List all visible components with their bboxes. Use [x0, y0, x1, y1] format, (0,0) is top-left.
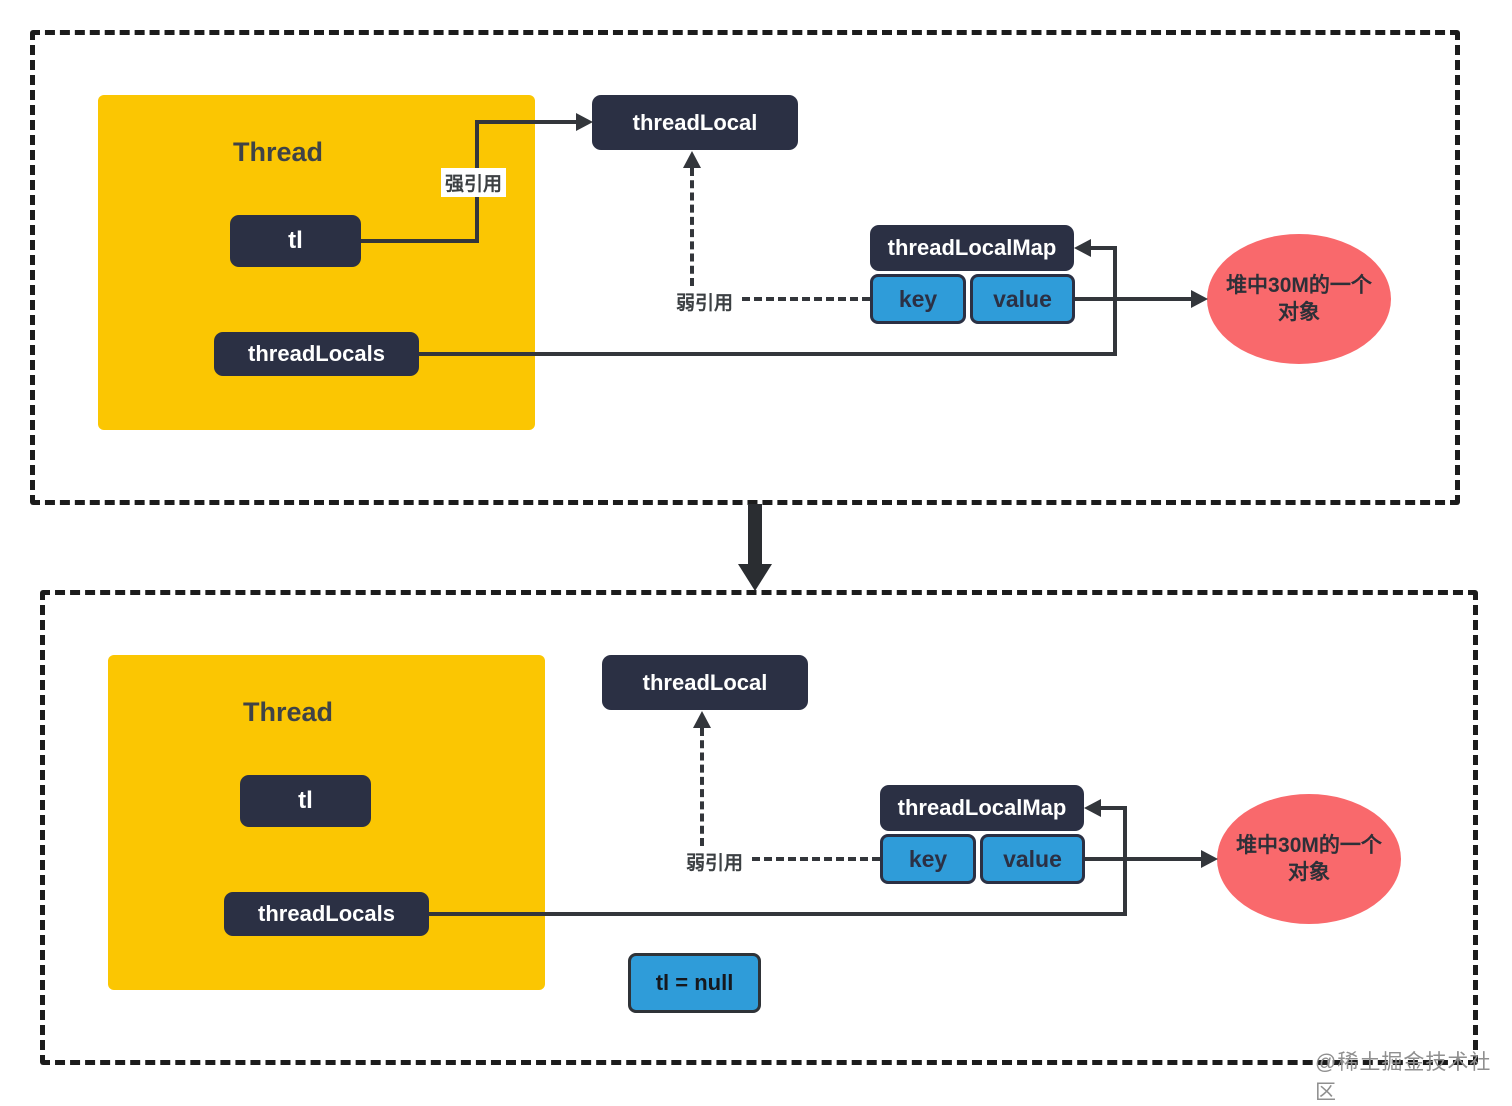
threadlocals-map-arrowhead-icon [1074, 239, 1091, 257]
weak-ref-dashed-line [690, 168, 694, 286]
diagram-panel-after-tl-null: Thread tl threadLocals threadLocal threa… [40, 590, 1478, 1065]
heap-object-ellipse: 堆中30M的一个 对象 [1207, 234, 1391, 364]
heap-object-text-line1: 堆中30M的一个 [1226, 273, 1372, 297]
threadlocals-map-line-segment [1123, 806, 1127, 916]
threadlocals-map-arrowhead-icon [1084, 799, 1101, 817]
tl-box: tl [240, 775, 371, 827]
threadlocals-box: threadLocals [224, 892, 429, 936]
weak-ref-label: 弱引用 [676, 293, 734, 314]
strong-ref-line-segment [361, 239, 477, 243]
weak-ref-dashed-line [700, 728, 704, 846]
key-box: key [870, 274, 966, 324]
diagram-panel-before-gc: Thread tl threadLocals threadLocal threa… [30, 30, 1460, 505]
heap-object-text-line1: 堆中30M的一个 [1236, 833, 1382, 857]
threadlocals-map-line-segment [1098, 806, 1127, 810]
heap-object-text-line2: 对象 [1278, 301, 1320, 324]
value-box: value [980, 834, 1085, 884]
tl-box: tl [230, 215, 361, 267]
strong-ref-arrowhead-icon [576, 113, 593, 131]
threadlocals-map-line-segment [1088, 246, 1117, 250]
weak-ref-arrowhead-icon [683, 151, 701, 168]
weak-ref-arrowhead-icon [693, 711, 711, 728]
value-heap-line-segment [1085, 857, 1203, 861]
heap-object-ellipse: 堆中30M的一个 对象 [1217, 794, 1401, 924]
thread-title: Thread [232, 137, 324, 167]
strong-ref-label: 强引用 [441, 168, 507, 197]
threadlocal-box: threadLocal [592, 95, 798, 150]
threadlocalmap-box: threadLocalMap [870, 225, 1074, 271]
threadlocals-map-line-segment [419, 352, 1115, 356]
thread-container: Thread tl threadLocals [98, 95, 535, 430]
panel-connector-line [748, 504, 762, 570]
value-heap-arrowhead-icon [1201, 850, 1218, 868]
threadlocals-map-line-segment [1113, 246, 1117, 356]
heap-object-text-line2: 对象 [1288, 861, 1330, 884]
threadlocalmap-box: threadLocalMap [880, 785, 1084, 831]
tl-null-box: tl = null [628, 953, 761, 1013]
value-heap-line-segment [1075, 297, 1193, 301]
threadlocal-box: threadLocal [602, 655, 808, 710]
site-watermark: @稀土掘金技术社区 [1315, 1051, 1492, 1104]
weak-ref-label: 弱引用 [686, 853, 744, 874]
panel-connector-arrowhead-icon [738, 564, 772, 591]
weak-ref-dashed-line [742, 297, 870, 301]
value-box: value [970, 274, 1075, 324]
threadlocals-box: threadLocals [214, 332, 419, 376]
threadlocals-map-line-segment [429, 912, 1125, 916]
key-box: key [880, 834, 976, 884]
thread-container: Thread tl threadLocals [108, 655, 545, 990]
thread-title: Thread [242, 697, 334, 727]
value-heap-arrowhead-icon [1191, 290, 1208, 308]
weak-ref-dashed-line [752, 857, 880, 861]
strong-ref-line-segment [475, 120, 577, 124]
